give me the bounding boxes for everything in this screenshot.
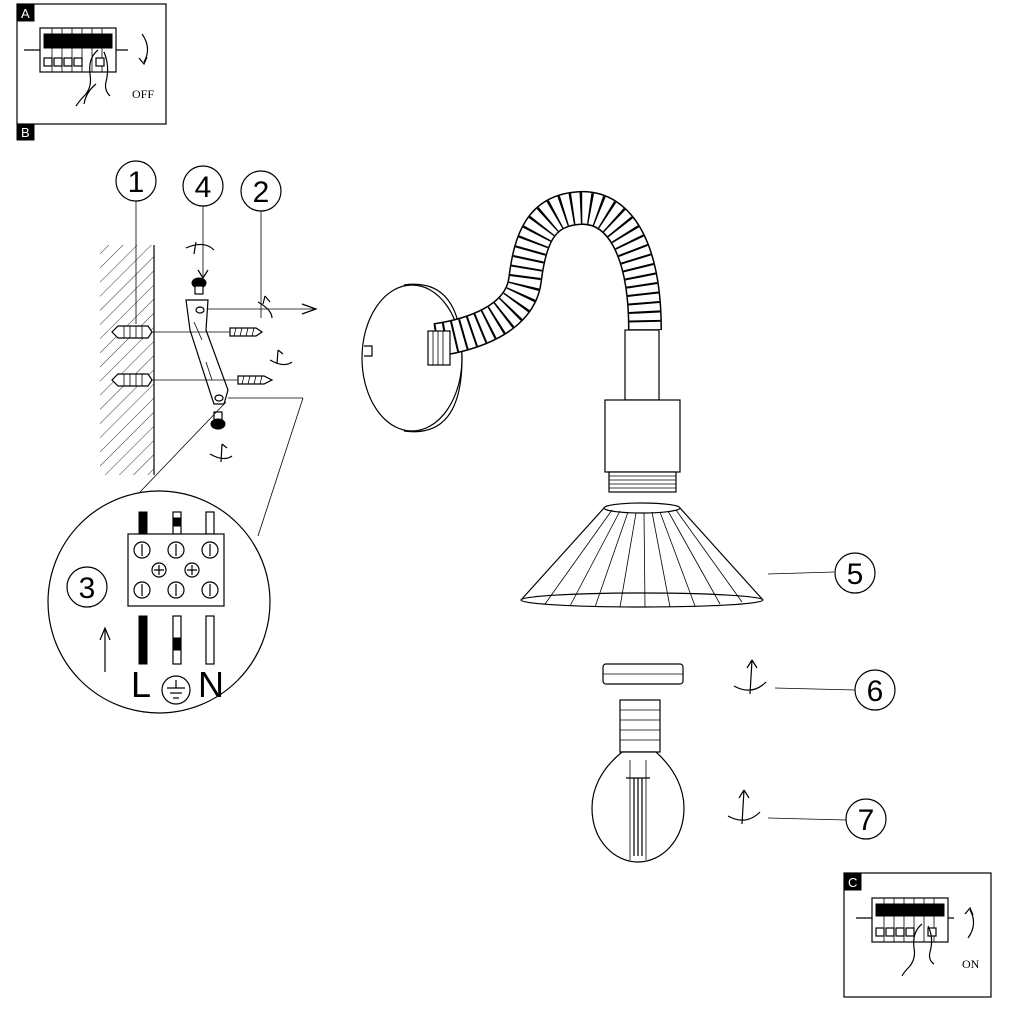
- rotate-arrow-icon: [209, 453, 233, 460]
- callout-3: [66, 566, 108, 608]
- wood-screw-upper: [229, 327, 264, 337]
- panel-c-switch-on: C ON: [843, 872, 992, 998]
- lamp-head: [604, 329, 681, 493]
- callout-3-number: 3: [79, 572, 96, 605]
- wire-shade: [520, 502, 764, 608]
- lamp-base-plate: [361, 283, 463, 433]
- rotate-arrow-icon: [185, 243, 215, 251]
- svg-text:7: 7: [858, 804, 875, 837]
- callout-5: 5: [834, 552, 876, 594]
- rotate-arrow-icon: [727, 811, 761, 821]
- callout-1: 1: [115, 160, 157, 324]
- svg-text:4: 4: [195, 171, 212, 204]
- rotate-arrow-icon: [257, 301, 273, 319]
- callout-6: 6: [854, 669, 896, 711]
- light-bulb: [591, 699, 685, 863]
- svg-text:2: 2: [253, 176, 270, 209]
- rotate-arrow-icon: [269, 359, 293, 366]
- screw-bottom: [210, 411, 226, 430]
- breaker-bank-c: [856, 897, 954, 943]
- hand-icon: [901, 923, 935, 977]
- wall-plug-lower: [111, 373, 153, 387]
- wood-screw-lower: [237, 375, 274, 385]
- earth-symbol-icon: [161, 675, 191, 705]
- wall-section: [100, 245, 155, 475]
- svg-text:1: 1: [128, 166, 145, 199]
- neutral-label: N: [198, 664, 224, 705]
- hand-icon: [75, 49, 111, 107]
- flex-arm: [427, 191, 662, 366]
- panel-c-tag: C: [848, 875, 857, 890]
- wall-plug-upper: [111, 325, 153, 339]
- retaining-ring: [602, 663, 684, 685]
- rotate-arrow-icon: [141, 33, 149, 63]
- on-label: ON: [962, 957, 980, 971]
- callout-2: 2: [240, 170, 282, 318]
- callout-7: 7: [845, 798, 887, 840]
- off-label: OFF: [132, 87, 154, 101]
- panel-a-tag: A: [21, 6, 30, 21]
- callout-4: 4: [182, 165, 224, 280]
- rotate-arrow-icon: [733, 681, 767, 691]
- panel-b-tag: B: [21, 125, 30, 140]
- wiring-detail: 3 L N: [47, 490, 271, 714]
- mounting-bracket: [185, 299, 229, 405]
- screw-top: [191, 277, 207, 295]
- panel-a-switch-off: A OFF: [16, 3, 167, 125]
- breaker-bank-a: [24, 27, 128, 73]
- svg-text:6: 6: [867, 675, 884, 708]
- rotate-arrow-icon: [967, 909, 975, 939]
- live-label: L: [131, 664, 151, 705]
- svg-text:5: 5: [847, 558, 864, 591]
